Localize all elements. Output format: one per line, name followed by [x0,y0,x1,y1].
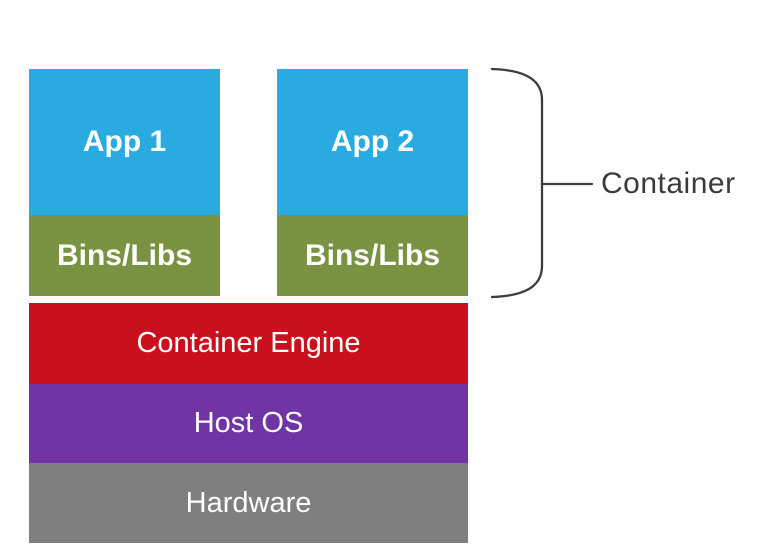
app-2-label: App 2 [330,125,415,158]
brace-path [490,67,544,299]
app-2-box: App 2 [277,69,468,215]
hardware-label: Hardware [185,486,312,519]
hardware-layer: Hardware [29,463,468,543]
host-os-label: Host OS [193,407,304,439]
container-brace-label: Container [601,164,736,204]
host-os-layer: Host OS [29,384,468,463]
app-1-label: App 1 [82,125,167,158]
container-brace-icon [490,67,594,299]
container-engine-label: Container Engine [136,327,361,359]
container-brace-label-text: Container [601,167,736,200]
bins-libs-1-label: Bins/Libs [56,238,192,272]
bins-libs-1-box: Bins/Libs [29,215,220,296]
bins-libs-2-label: Bins/Libs [304,238,440,272]
bins-libs-2-box: Bins/Libs [277,215,468,296]
app-1-box: App 1 [29,69,220,215]
container-stack-1: App 1 Bins/Libs [29,69,220,296]
container-engine-layer: Container Engine [29,303,468,384]
container-stack-2: App 2 Bins/Libs [277,69,468,296]
